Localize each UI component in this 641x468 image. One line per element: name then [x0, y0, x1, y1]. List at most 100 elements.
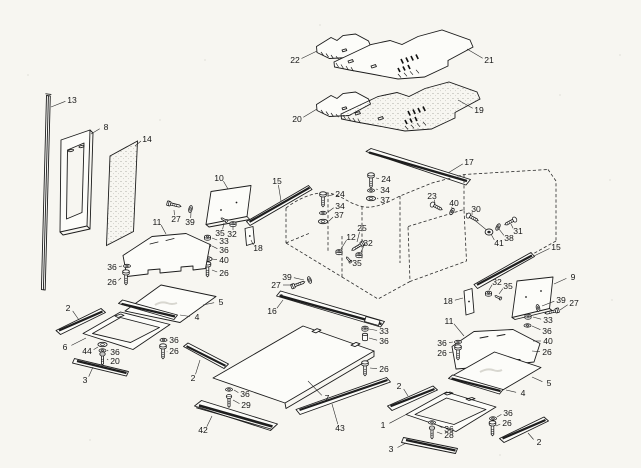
part-label-18-79: 18	[443, 296, 453, 306]
shim-plate-18-left	[244, 226, 255, 246]
part-label-15-78: 15	[551, 242, 561, 252]
part-label-44-44: 44	[82, 346, 92, 356]
leader-line-24-8	[327, 194, 334, 197]
crossmember-bar-16	[276, 290, 385, 328]
part-label-20-46: 20	[110, 356, 120, 366]
leader-line-13-0	[50, 101, 66, 108]
part-label-25-14: 25	[357, 223, 367, 233]
part-label-17-7: 17	[464, 157, 474, 167]
leader-line-22-3	[301, 50, 318, 59]
part-label-2-42: 2	[66, 303, 71, 313]
part-label-40-75: 40	[543, 336, 553, 346]
part-label-37-13: 37	[380, 195, 390, 205]
leader-line-36-34	[211, 245, 218, 249]
insulation-panel-14	[106, 140, 138, 247]
washer-37-icon	[317, 218, 329, 225]
leader-line-35-81	[498, 288, 504, 295]
part-label-33-33: 33	[219, 236, 229, 246]
part-label-24-8: 24	[335, 189, 345, 199]
washer-36-icon	[454, 339, 462, 345]
part-label-26-49: 26	[169, 346, 179, 356]
part-label-33-52: 33	[379, 326, 389, 336]
part-label-5-69: 5	[547, 378, 552, 388]
leader-line-35-17	[350, 260, 352, 262]
rail-2-left-upper	[55, 308, 106, 335]
part-label-26-76: 26	[542, 347, 552, 357]
part-label-32-32: 32	[227, 229, 237, 239]
part-label-39-24: 39	[282, 272, 292, 282]
leader-line-40-35	[211, 258, 218, 260]
leader-line-28-64	[436, 431, 443, 435]
part-label-22-3: 22	[290, 55, 300, 65]
part-label-39-30: 39	[185, 217, 195, 227]
leader-line-21-4	[466, 48, 483, 59]
part-label-3-62: 3	[389, 444, 394, 454]
part-label-12-15: 12	[346, 232, 356, 242]
leader-line-36-38	[118, 265, 123, 267]
leader-line-18-79	[454, 297, 464, 301]
leader-line-27-83	[559, 304, 568, 311]
sill-rail-17	[365, 148, 471, 186]
leader-line-36-65	[496, 414, 502, 418]
leader-line-36-53	[368, 337, 378, 341]
leader-line-26-76	[531, 350, 541, 352]
leader-line-11-37	[160, 225, 167, 235]
part-label-35-81: 35	[503, 281, 513, 291]
leader-line-35-31	[222, 222, 225, 230]
washer-34-icon	[367, 188, 375, 193]
part-label-42-58: 42	[198, 425, 208, 435]
rail-2-right-upper	[387, 385, 438, 411]
rail-2-right-lower	[499, 416, 549, 443]
leader-line-26-54	[369, 367, 378, 369]
washer-36-icon	[123, 263, 131, 269]
leader-line-2-60	[403, 388, 409, 397]
washer-34-icon	[319, 210, 327, 216]
part-label-27-25: 27	[271, 280, 281, 290]
rail-43	[295, 377, 391, 415]
shim-plate-18-right	[463, 288, 475, 316]
leader-line-19-6	[457, 99, 473, 109]
leader-line-34-12	[375, 188, 379, 190]
part-label-27-29: 27	[171, 214, 181, 224]
part-label-28-64: 28	[444, 430, 454, 440]
nut-32-icon	[484, 290, 493, 297]
leader-line-10-28	[223, 180, 229, 190]
bracket-panel-9	[511, 276, 554, 320]
part-label-2-67: 2	[537, 437, 542, 447]
washer-36-icon	[159, 337, 168, 343]
part-label-6-43: 6	[63, 342, 68, 352]
leader-line-39-82	[541, 300, 555, 307]
leader-line-17-7	[447, 163, 463, 174]
part-label-1-61: 1	[381, 420, 386, 430]
spacer-36-icon	[361, 332, 369, 342]
part-label-21-4: 21	[484, 55, 494, 65]
bracket-panel-10	[205, 185, 252, 228]
floor-panel-7	[212, 325, 375, 409]
part-label-11-70: 11	[445, 316, 454, 326]
part-label-11-37: 11	[153, 217, 162, 227]
part-label-2-50: 2	[191, 373, 196, 383]
leader-line-33-33	[211, 237, 218, 241]
part-label-13-0: 13	[67, 95, 77, 105]
leader-line-20-5	[303, 108, 318, 118]
part-label-34-9: 34	[335, 201, 345, 211]
part-label-39-82: 39	[556, 295, 566, 305]
leader-line-36-74	[531, 325, 541, 330]
rail-15-left	[246, 185, 313, 226]
rail-4-left	[118, 299, 178, 320]
leader-line-2-42	[72, 310, 80, 321]
part-label-26-39: 26	[107, 277, 117, 287]
leader-line-1-61	[389, 413, 408, 424]
part-label-10-28: 10	[214, 173, 224, 183]
leader-line-20-46	[106, 358, 109, 361]
part-label-26-54: 26	[379, 364, 389, 374]
nut-33-icon	[361, 325, 369, 332]
part-label-4-41: 4	[195, 312, 200, 322]
leader-line-5-40	[202, 302, 215, 306]
leader-line-23-18	[434, 199, 436, 205]
washer-36-icon	[428, 420, 436, 425]
sill-strip-13	[40, 93, 52, 291]
leader-line-12-15	[340, 239, 347, 250]
leader-line-25-14	[356, 231, 360, 243]
leader-line-36-56	[233, 389, 239, 393]
